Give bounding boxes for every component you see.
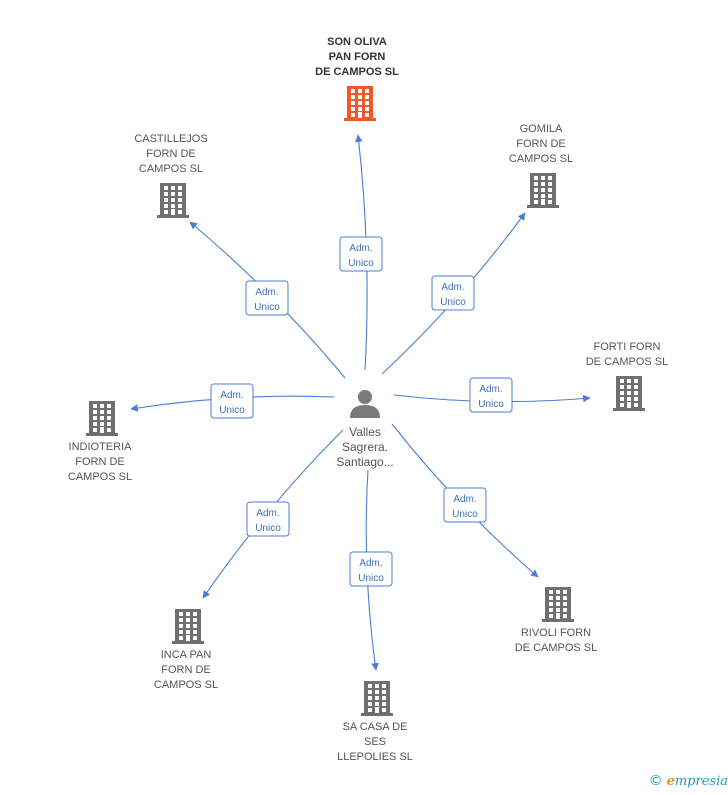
company-label-inca-pan: INCA PAN FORN DE CAMPOS SL bbox=[153, 649, 219, 691]
building-icon[interactable] bbox=[613, 376, 645, 411]
relation-label: Adm.Unico bbox=[452, 494, 478, 520]
relation-label: Adm.Unico bbox=[255, 508, 281, 534]
relation-label: Adm.Unico bbox=[478, 384, 504, 410]
relation-label: Adm.Unico bbox=[254, 287, 280, 313]
copyright-icon: © bbox=[648, 773, 663, 789]
relation-label: Adm.Unico bbox=[358, 558, 384, 584]
company-label-son-oliva: SON OLIVA PAN FORN DE CAMPOS SL bbox=[315, 36, 399, 78]
company-label-gomila: GOMILA FORN DE CAMPOS SL bbox=[508, 123, 574, 165]
footer-brand: ©empresia bbox=[649, 773, 728, 789]
relation-badge-rivoli[interactable]: Adm.Unico bbox=[443, 487, 487, 523]
company-label-forti: FORTI FORN DE CAMPOS SL bbox=[585, 341, 669, 368]
building-icon[interactable] bbox=[527, 173, 559, 208]
brand-logo-initial: e bbox=[666, 774, 675, 789]
building-icon[interactable] bbox=[172, 609, 204, 644]
company-label-sa-casa: SA CASA DE SES LLEPOLIES SL bbox=[337, 721, 413, 763]
company-label-indioteria: INDIOTERIA FORN DE CAMPOS SL bbox=[67, 441, 133, 483]
company-label-rivoli: RIVOLI FORN DE CAMPOS SL bbox=[514, 627, 598, 654]
building-icon[interactable] bbox=[344, 86, 376, 121]
building-icon[interactable] bbox=[361, 681, 393, 716]
relation-badge-gomila[interactable]: Adm.Unico bbox=[431, 275, 475, 311]
person-name: Valles Sagrera. Santiago... bbox=[336, 425, 394, 469]
relation-badge-son-oliva[interactable]: Adm.Unico bbox=[339, 236, 383, 272]
relation-badge-castillejos[interactable]: Adm.Unico bbox=[245, 280, 289, 316]
building-icon[interactable] bbox=[157, 183, 189, 218]
person-icon[interactable] bbox=[350, 390, 380, 418]
company-label-castillejos: CASTILLEJOS FORN DE CAMPOS SL bbox=[134, 133, 208, 175]
relation-badge-indioteria[interactable]: Adm.Unico bbox=[210, 383, 254, 419]
brand-logo-text: mpresia bbox=[674, 774, 728, 789]
relation-badge-forti[interactable]: Adm.Unico bbox=[469, 377, 513, 413]
building-icon[interactable] bbox=[86, 401, 118, 436]
relation-label: Adm.Unico bbox=[348, 243, 374, 269]
relation-badge-inca-pan[interactable]: Adm.Unico bbox=[246, 501, 290, 537]
relation-badge-sa-casa[interactable]: Adm.Unico bbox=[349, 551, 393, 587]
building-icon[interactable] bbox=[542, 587, 574, 622]
relation-label: Adm.Unico bbox=[219, 390, 245, 416]
relation-label: Adm.Unico bbox=[440, 282, 466, 308]
